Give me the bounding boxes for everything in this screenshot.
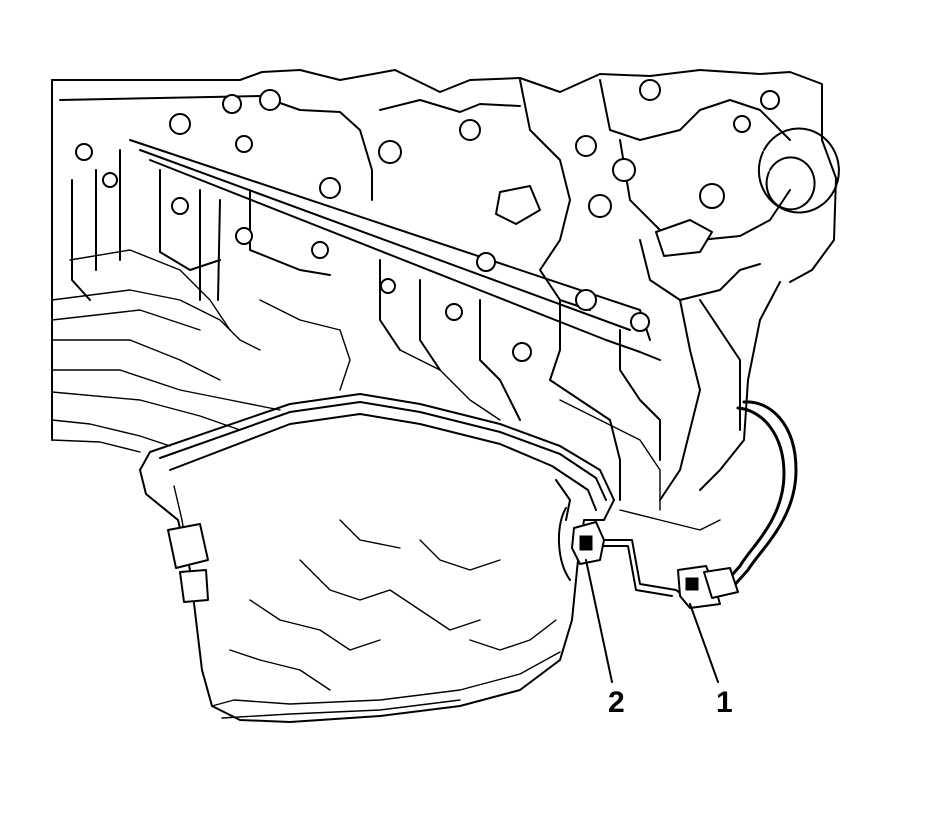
bolts [75, 79, 780, 362]
knock-sensor [557, 507, 605, 581]
callout-2-label: 2 [608, 686, 625, 719]
leader-lines [585, 559, 719, 683]
engine-block [51, 69, 840, 501]
lower-structure [51, 249, 721, 531]
callout-1-label: 1 [716, 686, 733, 719]
harness-connector [677, 565, 739, 609]
oil-pan [139, 393, 615, 723]
